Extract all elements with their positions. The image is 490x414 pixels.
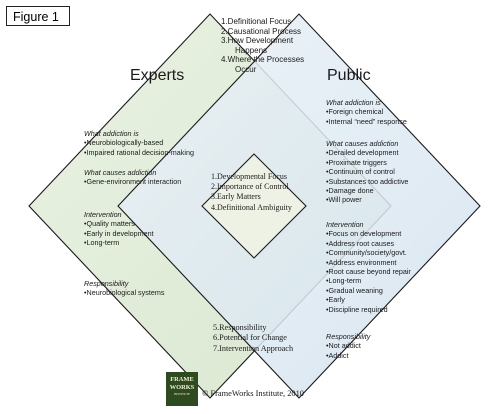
list-item: •Gene-environment interaction (84, 177, 182, 187)
list-item: •Substances too addictive (326, 176, 409, 186)
top-items-list: 1.Definitional Focus 2.Causational Proce… (221, 17, 304, 75)
copyright-text: © FrameWorks Institute, 2010 (202, 389, 304, 398)
section-heading: Responsibility (84, 279, 129, 288)
top-item: 4.Where the Processes (221, 55, 305, 65)
list-item: •Internal “need” response (326, 116, 407, 126)
logo-line: WORKS (169, 384, 195, 391)
list-item: •Proximate triggers (326, 157, 387, 167)
experts-responsibility-block: Responsibility •Neurobiological systems (84, 279, 164, 298)
list-item: •Addict (326, 350, 349, 360)
center-item: 4.Definitional Ambiguity (211, 202, 292, 212)
section-heading: Responsibility (326, 332, 371, 341)
list-item: •Neurobiologically-based (84, 138, 164, 148)
experts-addiction-block: What addiction is •Neurobiologically-bas… (84, 129, 194, 157)
overlap-diamond (201, 153, 307, 259)
list-item: •Long-term (84, 238, 120, 248)
list-item: •Long-term (326, 276, 362, 286)
center-item: 2.Importance of Control (211, 182, 289, 192)
bottom-items-list: 5.Responsibility 6.Potential for Change … (213, 323, 293, 354)
top-item: Happens (235, 45, 268, 55)
list-item: •Derailed development (326, 148, 399, 158)
center-item: 3.Early Matters (211, 192, 261, 202)
section-heading: What addiction is (326, 98, 381, 107)
list-item: •Address root causes (326, 238, 395, 248)
experts-causes-block: What causes addiction •Gene-environment … (84, 168, 181, 187)
list-item: •Not addict (326, 341, 361, 351)
list-item: •Neurobiological systems (84, 288, 165, 298)
section-heading: Intervention (326, 220, 364, 229)
logo-line: FRAME (170, 376, 194, 383)
list-item: •Community/society/govt. (326, 248, 407, 258)
list-item: •Focus on development (326, 229, 402, 239)
list-item: •Root cause beyond repair (326, 267, 411, 277)
public-responsibility-block: Responsibility •Not addict •Addict (326, 332, 370, 360)
center-items-list: 1.Developmental Focus 2.Importance of Co… (211, 172, 292, 213)
list-item: •Will power (326, 195, 362, 205)
public-addiction-block: What addiction is •Foreign chemical •Int… (326, 98, 407, 126)
section-heading: What addiction is (84, 129, 139, 138)
list-item: •Discipline required (326, 304, 388, 314)
figure-label: Figure 1 (6, 6, 70, 26)
bottom-item: 7.Intervention Approach (213, 343, 294, 353)
section-heading: Intervention (84, 210, 122, 219)
experts-title: Experts (130, 67, 185, 84)
bottom-item: 6.Potential for Change (213, 333, 287, 343)
section-heading: What causes addiction (326, 139, 399, 148)
logo-tagline: INSTITUTE (173, 392, 191, 396)
bottom-item: 5.Responsibility (213, 323, 267, 332)
frameworks-logo: FRAME WORKS INSTITUTE (166, 372, 198, 406)
list-item: •Early in development (84, 228, 154, 238)
top-item: 2.Causational Process (221, 26, 302, 36)
top-item: 3.How Development (221, 36, 294, 46)
public-intervention-block: Intervention •Focus on development •Addr… (326, 220, 411, 314)
list-item: •Continuum of control (326, 167, 395, 177)
list-item: •Gradual weaning (326, 285, 383, 295)
list-item: •Address environment (326, 257, 397, 267)
experts-intervention-block: Intervention •Quality matters •Early in … (84, 210, 154, 248)
list-item: •Quality matters (84, 219, 135, 229)
list-item: •Foreign chemical (326, 107, 384, 117)
center-item: 1.Developmental Focus (211, 172, 287, 181)
list-item: •Early (326, 295, 345, 305)
section-heading: What causes addiction (84, 168, 157, 177)
top-item: Occur (235, 64, 257, 74)
list-item: •Damage done (326, 186, 374, 196)
public-causes-block: What causes addiction •Derailed developm… (326, 139, 408, 205)
top-item: 1.Definitional Focus (221, 17, 292, 26)
list-item: •Impaired rational decision-making (84, 147, 194, 157)
public-title: Public (327, 67, 371, 84)
